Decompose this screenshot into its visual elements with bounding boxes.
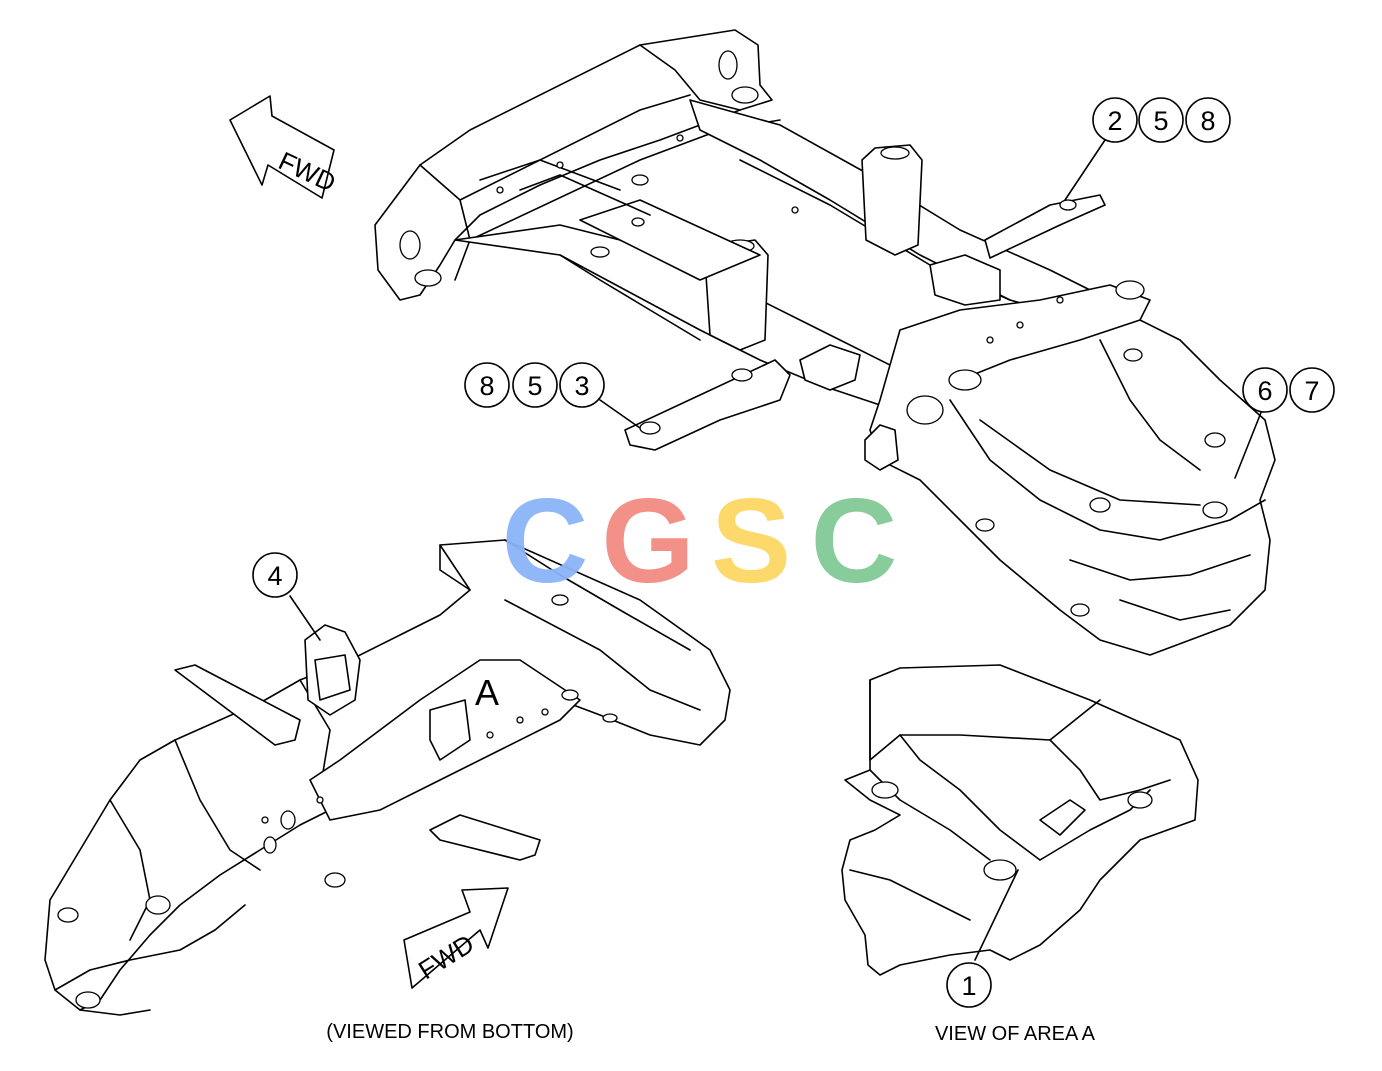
callout-5: 5 [1153,106,1168,136]
area-marker-a: A [475,672,499,713]
callout-1: 1 [961,971,976,1001]
watermark-letter-4: C [811,474,898,608]
caption-viewed-from-bottom: (VIEWED FROM BOTTOM) [326,1021,573,1043]
callout-6: 6 [1257,376,1272,406]
callout-3: 3 [574,371,589,401]
callout-2: 2 [1107,106,1122,136]
watermark-letter-1: C [502,474,589,608]
leader-lines [289,139,1263,961]
callout-4: 4 [267,561,282,591]
fwd-arrow-top: FWD [229,95,340,199]
callout-group-6-7: 6 7 [1242,367,1335,413]
callout-group-4: 4 [252,552,298,598]
bottom-view-frame-assembly [44,539,731,1016]
callout-8: 8 [1200,106,1215,136]
callout-8b: 8 [479,371,494,401]
callout-group-2-5-8: 2 5 8 [1092,97,1231,143]
callout-5b: 5 [527,371,542,401]
callout-group-8-5-3: 8 5 3 [464,362,605,408]
caption-view-of-area-a: VIEW OF AREA A [935,1023,1096,1045]
fwd-arrow-bottom: FWD [403,887,509,989]
callout-7: 7 [1304,376,1319,406]
watermark-letter-2: G [601,474,694,608]
callout-group-1: 1 [946,962,992,1008]
area-a-detail [841,664,1199,976]
top-frame-assembly [374,29,1276,656]
watermark-letter-3: S [711,474,791,608]
